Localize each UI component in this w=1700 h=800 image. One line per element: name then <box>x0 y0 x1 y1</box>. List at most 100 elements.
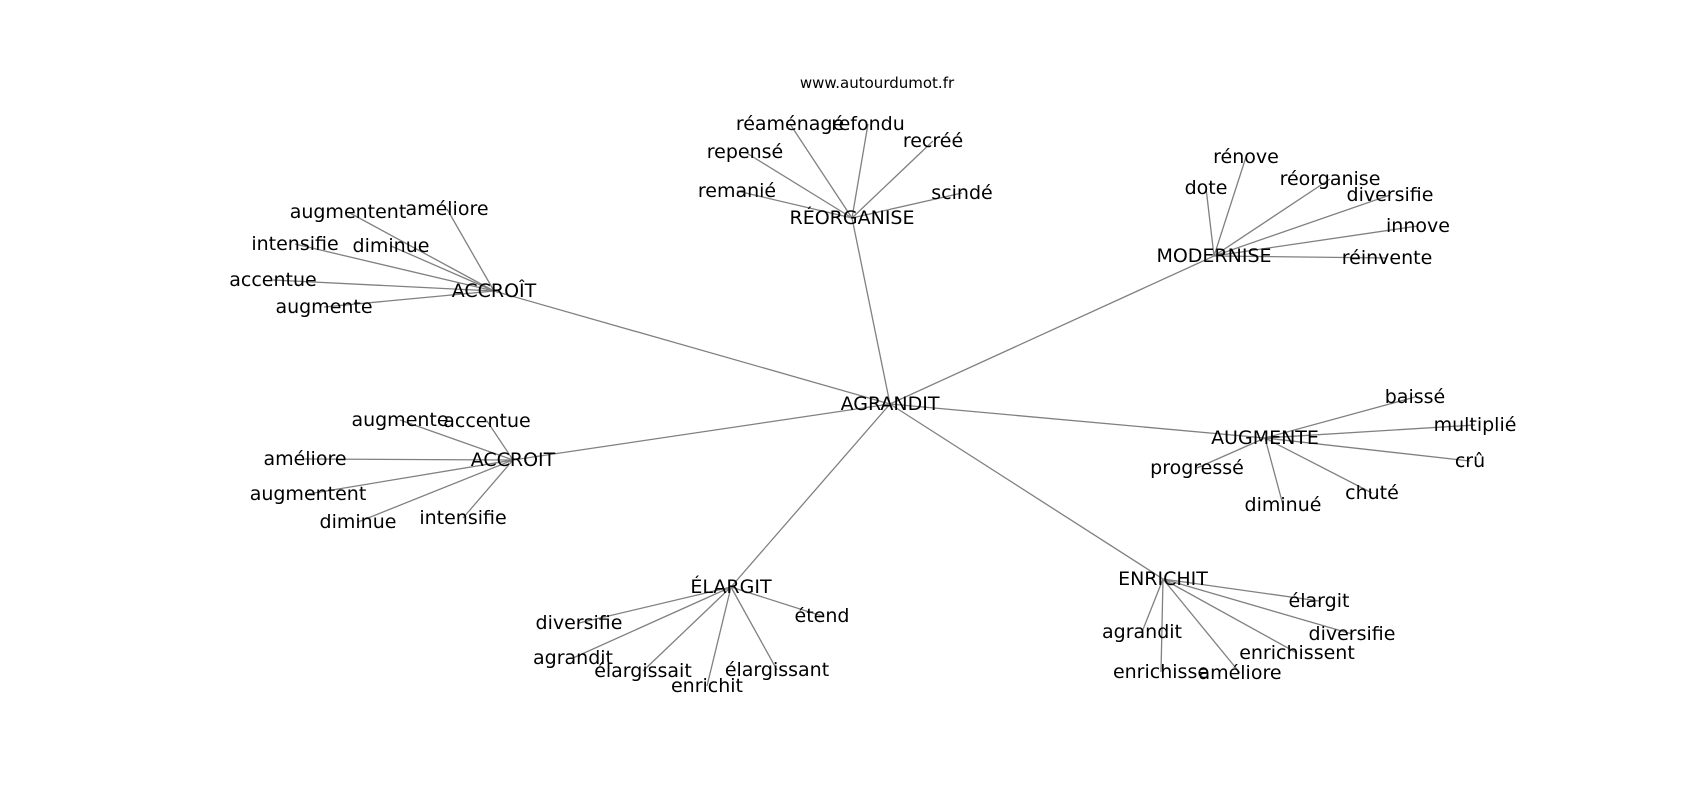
edge-hub-to-word <box>1162 578 1298 654</box>
edge-hub-to-word <box>1264 396 1416 439</box>
word-node: scindé <box>931 182 992 204</box>
edge-hub-to-word <box>572 586 732 659</box>
edge-hub-to-word <box>1162 578 1241 674</box>
edge-hub-to-word <box>578 586 732 624</box>
hub-node: ACCROIT <box>471 449 556 471</box>
word-node: augmentent <box>250 483 367 505</box>
hub-node: ÉLARGIT <box>690 575 772 598</box>
edge-hub-to-word <box>294 243 495 292</box>
edge-root-to-hub <box>851 217 891 405</box>
word-node: baissé <box>1385 386 1445 408</box>
edge-hub-to-word <box>706 586 732 687</box>
word-node: agrandit <box>533 647 613 669</box>
word-node: progressé <box>1150 457 1244 479</box>
edge-hub-to-word <box>1196 437 1266 469</box>
word-node: élargit <box>1289 590 1350 612</box>
root-node: AGRANDIT <box>841 393 940 415</box>
edge-hub-to-word <box>347 211 495 292</box>
edge-hub-to-word <box>1160 578 1164 673</box>
word-node: élargissait <box>594 660 692 682</box>
edge-hub-to-word <box>1264 437 1471 462</box>
edge-hub-to-word <box>1205 187 1215 257</box>
word-node: crû <box>1455 450 1485 472</box>
word-node: augmente <box>351 409 448 431</box>
edge-hub-to-word <box>1213 225 1419 257</box>
word-node: réorganise <box>1280 168 1381 190</box>
source-url: www.autourdumot.fr <box>800 74 955 92</box>
edge-root-to-hub <box>493 290 891 405</box>
graph-edges <box>272 123 1476 687</box>
edge-hub-to-word <box>272 279 495 292</box>
word-node: diversifie <box>1347 184 1434 206</box>
edge-hub-to-word <box>462 459 514 519</box>
hub-node: AUGMENTE <box>1211 427 1319 449</box>
word-node: chuté <box>1345 482 1399 504</box>
edge-root-to-hub <box>889 255 1215 405</box>
edge-hub-to-word <box>851 140 934 219</box>
edge-hub-to-word <box>851 123 869 219</box>
edge-hub-to-word <box>1264 437 1373 494</box>
hub-node: RÉORGANISE <box>790 206 915 229</box>
word-node: étend <box>795 605 850 627</box>
edge-hub-to-word <box>446 208 495 292</box>
edge-hub-to-word <box>730 586 778 671</box>
word-node: améliore <box>405 198 488 220</box>
word-node: refondu <box>831 113 905 135</box>
word-node: améliore <box>1198 662 1281 684</box>
word-node: diminué <box>1245 494 1322 516</box>
edge-hub-to-word <box>399 419 514 461</box>
edge-hub-to-word <box>390 245 495 292</box>
edge-hub-to-word <box>323 290 495 308</box>
word-node: multiplié <box>1434 414 1517 436</box>
word-node: agrandit <box>1102 621 1182 643</box>
edge-hub-to-word <box>357 459 514 523</box>
edge-hub-to-word <box>1213 194 1391 257</box>
word-node: augmentent <box>290 201 407 223</box>
edge-hub-to-word <box>1141 578 1164 633</box>
word-node: diminue <box>320 511 397 533</box>
word-node: dote <box>1185 177 1228 199</box>
edge-root-to-hub <box>889 403 1164 580</box>
edge-hub-to-word <box>304 458 514 461</box>
word-node: innove <box>1386 215 1450 237</box>
edge-hub-to-word <box>1162 578 1353 635</box>
word-node: remanié <box>698 180 776 202</box>
edge-hub-to-word <box>642 586 732 672</box>
hub-node: ENRICHIT <box>1118 568 1208 590</box>
hub-node: ACCROÎT <box>452 279 537 302</box>
hub-node: MODERNISE <box>1156 245 1271 267</box>
edge-hub-to-word <box>744 151 853 219</box>
word-node: intensifie <box>419 507 506 529</box>
edge-root-to-hub <box>730 403 891 588</box>
word-node: enrichisse <box>1113 661 1209 683</box>
word-node: repensé <box>707 141 783 163</box>
edge-root-to-hub <box>512 403 891 461</box>
word-node: enrichit <box>671 675 743 697</box>
word-node: rénove <box>1213 146 1279 168</box>
word-node: réaménagé <box>736 113 844 135</box>
edge-hub-to-word <box>307 459 514 495</box>
word-node: augmente <box>275 296 372 318</box>
word-node: enrichissent <box>1239 642 1355 664</box>
word-node: accentue <box>229 269 316 291</box>
edge-hub-to-word <box>851 192 963 219</box>
edge-hub-to-word <box>1162 578 1320 602</box>
edge-hub-to-word <box>789 123 853 219</box>
word-node: améliore <box>263 448 346 470</box>
word-node: élargissant <box>725 659 829 681</box>
edge-hub-to-word <box>736 190 853 219</box>
edge-hub-to-word <box>1213 178 1331 257</box>
word-node: diversifie <box>1309 623 1396 645</box>
word-node: diminue <box>353 235 430 257</box>
edge-hub-to-word <box>730 586 823 617</box>
word-node: intensifie <box>251 233 338 255</box>
edge-hub-to-word <box>1213 156 1247 257</box>
word-node: recréé <box>903 130 963 152</box>
edge-hub-to-word <box>1264 437 1284 506</box>
edge-hub-to-word <box>1213 255 1388 259</box>
word-node: diversifie <box>536 612 623 634</box>
edge-root-to-hub <box>889 403 1266 439</box>
edge-hub-to-word <box>1264 424 1476 439</box>
